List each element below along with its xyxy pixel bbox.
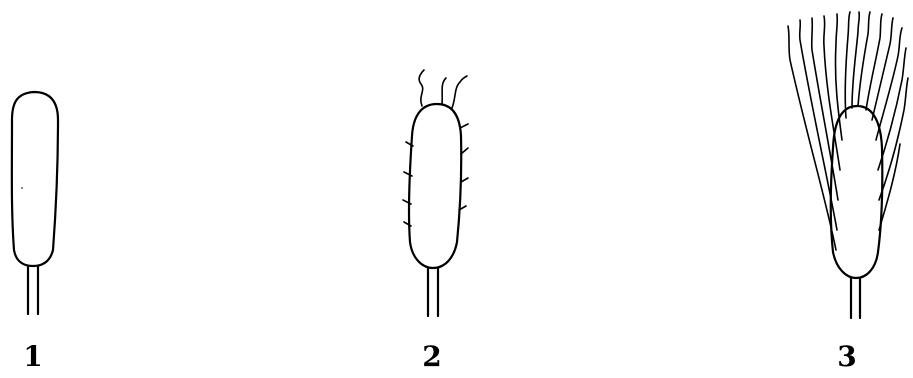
figure-label-1: 1 <box>13 343 53 371</box>
plumed-fruit-icon <box>788 12 908 318</box>
bristly-fruit-icon <box>403 70 468 316</box>
figure-label-2: 2 <box>412 343 452 371</box>
smooth-fruit-icon <box>12 92 58 314</box>
figure-label-3: 3 <box>827 343 867 371</box>
